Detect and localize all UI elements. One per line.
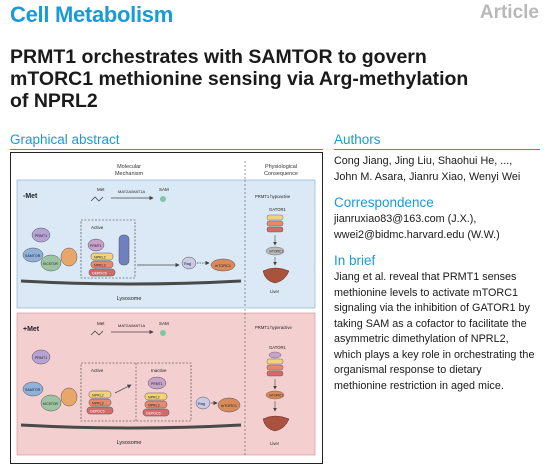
col-mechanism: Mechanism bbox=[115, 171, 144, 177]
correspondence-heading: Correspondence bbox=[334, 195, 434, 210]
authors-line-1: Cong Jiang, Jing Liu, Shaohui He, ..., bbox=[334, 155, 513, 167]
prmt1-label-4: PRMT1 bbox=[151, 382, 163, 386]
authors-list: Cong Jiang, Jing Liu, Shaohui He, ..., J… bbox=[334, 154, 544, 185]
samtor-label-2: SAMTOR bbox=[25, 388, 41, 392]
mtorc1-label-1: mTORC1 bbox=[215, 264, 231, 268]
met-label-1: Met bbox=[97, 187, 105, 192]
prmt1-label-3: PRMT1 bbox=[35, 356, 47, 360]
in-brief-text: Jiang et al. reveal that PRMT1 senses me… bbox=[334, 270, 544, 394]
col-physiological: Physiological bbox=[265, 164, 297, 170]
authors-line-2: John M. Asara, Jianru Xiao, Wenyi Wei bbox=[334, 170, 521, 183]
active-label-2: Active bbox=[91, 368, 104, 373]
mtorc1-label-2: mTORC1 bbox=[221, 404, 237, 408]
active-label-1: Active bbox=[91, 225, 104, 230]
phys-gator-1: GATOR1 bbox=[269, 207, 287, 212]
col-molecular: Molecular bbox=[117, 164, 141, 170]
samtor-label-1: SAMTOR bbox=[25, 254, 41, 258]
article-type-tag: Article bbox=[479, 2, 539, 23]
rag-blob bbox=[181, 256, 197, 270]
met-molecule-icon bbox=[90, 196, 104, 202]
correspondence-emails: jianruxiao83@163.com (J.X.), wwei2@bidmc… bbox=[334, 212, 544, 243]
enzyme-label-1: MAT2A/MAT1A bbox=[118, 189, 146, 194]
in-brief-line-6: which plays a key role in orchestrating … bbox=[334, 348, 535, 361]
graphical-abstract-figure: Molecular Mechanism Physiological Conseq… bbox=[10, 152, 323, 464]
kicstor-label-1: KICSTOR bbox=[43, 262, 59, 266]
phys-mtor-1: mTORC1 bbox=[269, 250, 283, 254]
gator2-blob bbox=[60, 247, 78, 267]
met-label-2: Met bbox=[97, 321, 105, 326]
nprl2-label-1: NPRL2 bbox=[94, 256, 106, 260]
sam-label-2: SAM bbox=[159, 321, 169, 326]
in-brief-line-7: organismal response to dietary bbox=[334, 364, 482, 376]
samtor-blob bbox=[22, 247, 44, 263]
kicstor-label-2: KICSTOR bbox=[43, 402, 59, 406]
minus-met-label: -Met bbox=[23, 193, 38, 200]
gator2-vertical bbox=[118, 234, 130, 266]
phys-title-2: PRMT1 hyperactive bbox=[255, 325, 292, 330]
rag-label-1: Rag bbox=[184, 262, 191, 266]
lysosome-label-1: Lysosome bbox=[117, 296, 142, 302]
nprl3-label-3: NPRL3 bbox=[148, 404, 160, 408]
lysosome-membrane-2 bbox=[20, 423, 242, 430]
depdc5-label-1: DEPDC5 bbox=[92, 272, 107, 276]
sam-molecule-icon bbox=[160, 196, 166, 202]
correspondence-line-2[interactable]: wwei2@bidmc.harvard.edu (W.W.) bbox=[334, 228, 500, 241]
depdc5-label-2: DEPDC5 bbox=[90, 410, 105, 414]
in-brief-line-4: taking SAM as a cofactor to facilitate t… bbox=[334, 317, 527, 330]
sam-label-1: SAM bbox=[159, 187, 169, 192]
kicstor-blob bbox=[40, 254, 62, 272]
in-brief-line-5: asymmetric dimethylation of NPRL2, bbox=[334, 333, 509, 345]
liver-icon-2 bbox=[262, 415, 290, 432]
inactive-label: Inactive bbox=[151, 368, 167, 373]
rag-label-2: Rag bbox=[198, 402, 205, 406]
phys-gator-2: GATOR1 bbox=[269, 345, 287, 350]
graphical-abstract-svg: Molecular Mechanism Physiological Conseq… bbox=[16, 161, 316, 456]
liver-icon-1 bbox=[262, 267, 290, 284]
lysosome-membrane-1 bbox=[20, 279, 242, 286]
minus-met-panel bbox=[16, 179, 316, 309]
mtorc1-blob-1 bbox=[210, 258, 236, 272]
col-consequence: Consequence bbox=[264, 171, 298, 177]
in-brief-heading: In brief bbox=[334, 253, 376, 268]
phys-mtor-2: mTORC1 bbox=[269, 394, 283, 398]
authors-divider bbox=[334, 149, 540, 150]
nprl3-label-1: NPRL3 bbox=[94, 264, 106, 268]
lysosome-label-2: Lysosome bbox=[117, 440, 142, 446]
authors-heading: Authors bbox=[334, 132, 381, 147]
in-brief-line-3: signaling via the inhibition of GATOR1 b… bbox=[334, 302, 530, 314]
in-brief-line-1: Jiang et al. reveal that PRMT1 senses bbox=[334, 271, 517, 283]
prmt1-blob bbox=[31, 227, 51, 243]
in-brief-line-2: methionine levels to activate mTORC1 bbox=[334, 286, 519, 299]
nprl2-label-3: NPRL2 bbox=[148, 396, 160, 400]
plus-met-label: +Met bbox=[23, 326, 40, 333]
prmt1-label-1: PRMT1 bbox=[35, 234, 47, 238]
phys-liver-2: Liver bbox=[270, 441, 280, 446]
in-brief-line-8: methionine restriction in aged mice. bbox=[334, 379, 504, 392]
prmt1-label-2: PRMT1 bbox=[90, 244, 102, 248]
phys-title-1: PRMT1 hypoactive bbox=[255, 194, 291, 199]
nprl3-label-2: NPRL3 bbox=[92, 402, 104, 406]
journal-name: Cell Metabolism bbox=[10, 2, 173, 27]
title-line-3: of NPRL2 bbox=[10, 90, 98, 112]
title-line-1: PRMT1 orchestrates with SAMTOR to govern bbox=[10, 46, 427, 68]
title-line-2: mTORC1 methionine sensing via Arg-methyl… bbox=[10, 68, 469, 90]
enzyme-label-2: MAT2A/MAT1A bbox=[118, 323, 146, 328]
correspondence-line-1[interactable]: jianruxiao83@163.com (J.X.), bbox=[334, 213, 477, 225]
depdc5-label-3: DEPDC5 bbox=[146, 412, 161, 416]
graphical-abstract-heading: Graphical abstract bbox=[10, 132, 120, 147]
section-divider bbox=[10, 149, 323, 150]
phys-liver-1: Liver bbox=[270, 289, 280, 294]
nprl2-label-2: NPRL2 bbox=[92, 394, 104, 398]
article-title: PRMT1 orchestrates with SAMTOR to govern… bbox=[10, 46, 540, 112]
